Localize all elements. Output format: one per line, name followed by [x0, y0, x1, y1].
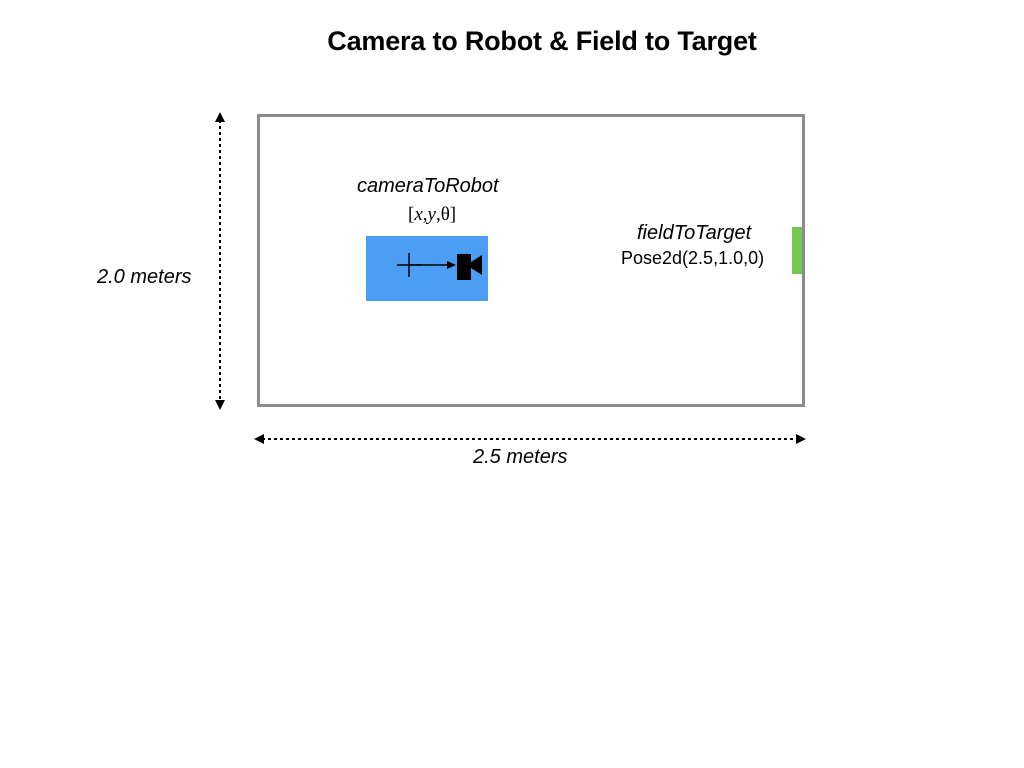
- field-to-target-label: fieldToTarget: [637, 222, 752, 244]
- width-dimension-label: 2.5 meters: [473, 446, 568, 468]
- tuple-sep1: ,: [422, 204, 428, 225]
- camera-to-robot-tuple: [x,y,θ]: [408, 204, 456, 226]
- field-to-target-pose: Pose2d(2.5,1.0,0): [621, 248, 765, 268]
- height-dimension-label: 2.0 meters: [97, 266, 192, 288]
- tuple-sep2: ,θ]: [435, 204, 457, 225]
- camera-offset-arrow: [409, 261, 456, 269]
- tuple-open: [: [408, 204, 415, 225]
- field-boundary: [257, 114, 805, 407]
- tuple-y: y: [427, 204, 436, 225]
- tuple-x: x: [414, 204, 423, 225]
- height-dimension-arrow: [215, 112, 225, 410]
- camera-icon: [457, 254, 482, 280]
- target-marker: [792, 227, 802, 274]
- diagram-title: Camera to Robot & Field to Target: [327, 26, 757, 56]
- camera-to-robot-label: cameraToRobot: [357, 175, 499, 197]
- width-dimension-arrow: [254, 434, 806, 444]
